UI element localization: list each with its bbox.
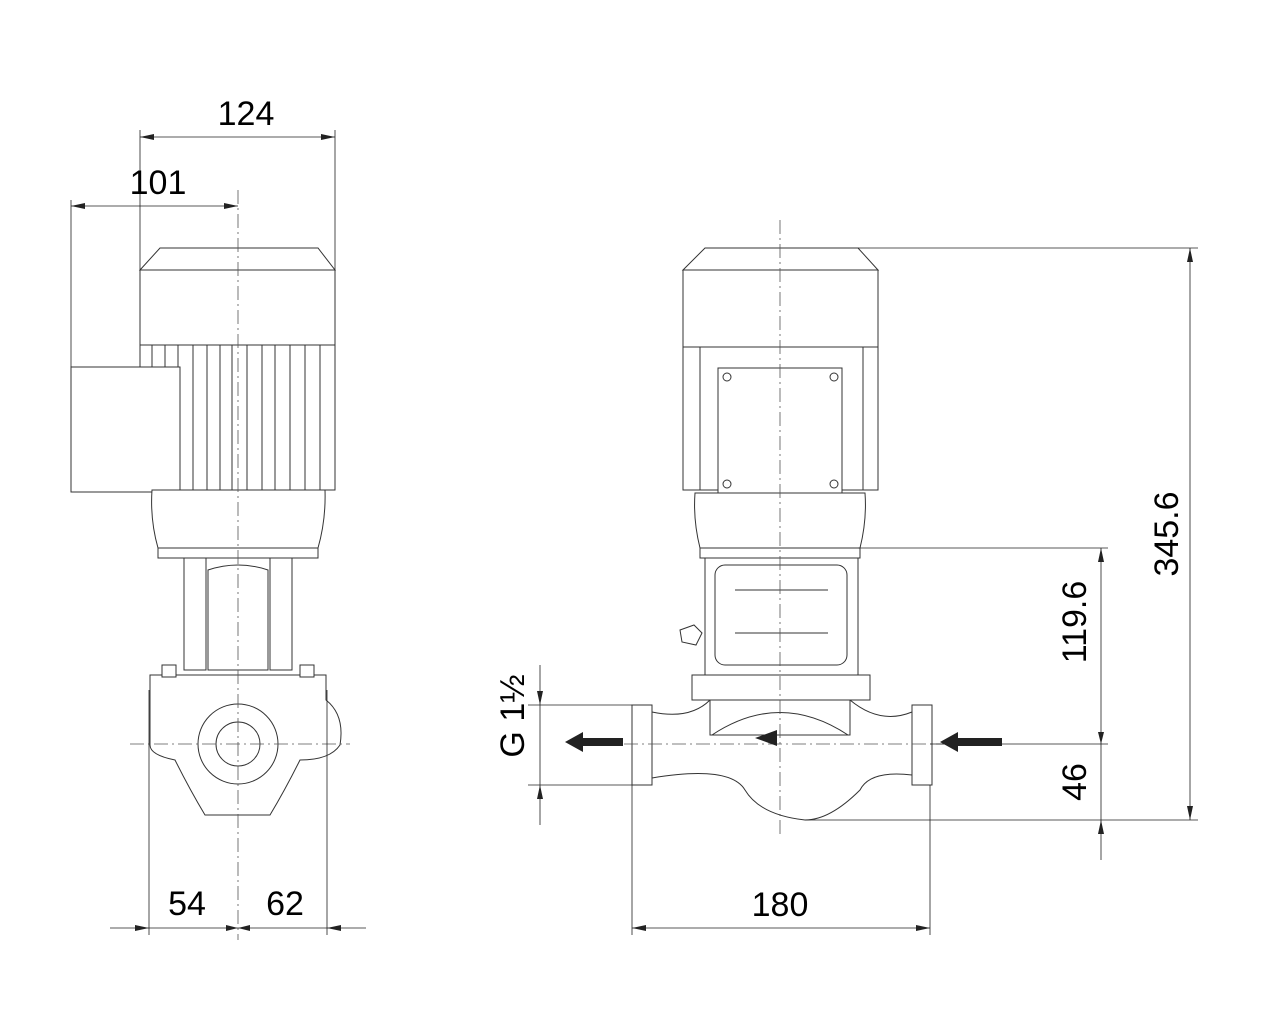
pump-head (691, 674, 871, 701)
dim-overall-width: 124 (218, 95, 275, 133)
dim-port-to-port: 180 (752, 886, 809, 924)
coupling-bolt-right (269, 557, 293, 671)
vent-valve (679, 624, 703, 646)
connection-size: G 1½ (494, 674, 532, 757)
terminal-box (70, 366, 181, 493)
dimension-arrows (537, 248, 1193, 931)
nut (299, 664, 315, 678)
motor-cap (138, 247, 337, 271)
pump-housing (149, 674, 342, 816)
internal-flow-arrow-icon (755, 730, 777, 746)
outlet-flow-arrow-icon (565, 732, 623, 752)
dim-overall-height: 345.6 (1148, 491, 1186, 576)
pump-housing (651, 699, 913, 821)
dim-flange-height: 119.6 (1056, 581, 1094, 664)
motor-cap (681, 247, 880, 271)
coupling (207, 564, 269, 671)
dimension-lines (70, 130, 366, 935)
dim-left-to-center: 54 (168, 885, 206, 923)
motor-fins (683, 346, 878, 490)
outlet-flange (631, 704, 653, 786)
coupling-bolt-left (183, 557, 207, 671)
dimension-arrows (71, 134, 341, 931)
dim-center-to-right: 62 (266, 885, 304, 923)
inlet-flange (911, 704, 933, 786)
inlet-flow-arrow-icon (940, 732, 1002, 752)
side-view (70, 247, 342, 816)
dim-terminal-box-offset: 101 (130, 164, 187, 202)
nut (161, 664, 177, 678)
dimension-lines (528, 247, 1198, 935)
coupling-slots (735, 589, 828, 634)
coupling-window (714, 564, 848, 666)
dim-center-height: 46 (1056, 763, 1094, 801)
center-line (600, 220, 960, 835)
terminal-box-screws (722, 372, 839, 489)
flow-arrows (565, 730, 1002, 752)
center-line (130, 190, 350, 940)
front-view (631, 247, 933, 821)
